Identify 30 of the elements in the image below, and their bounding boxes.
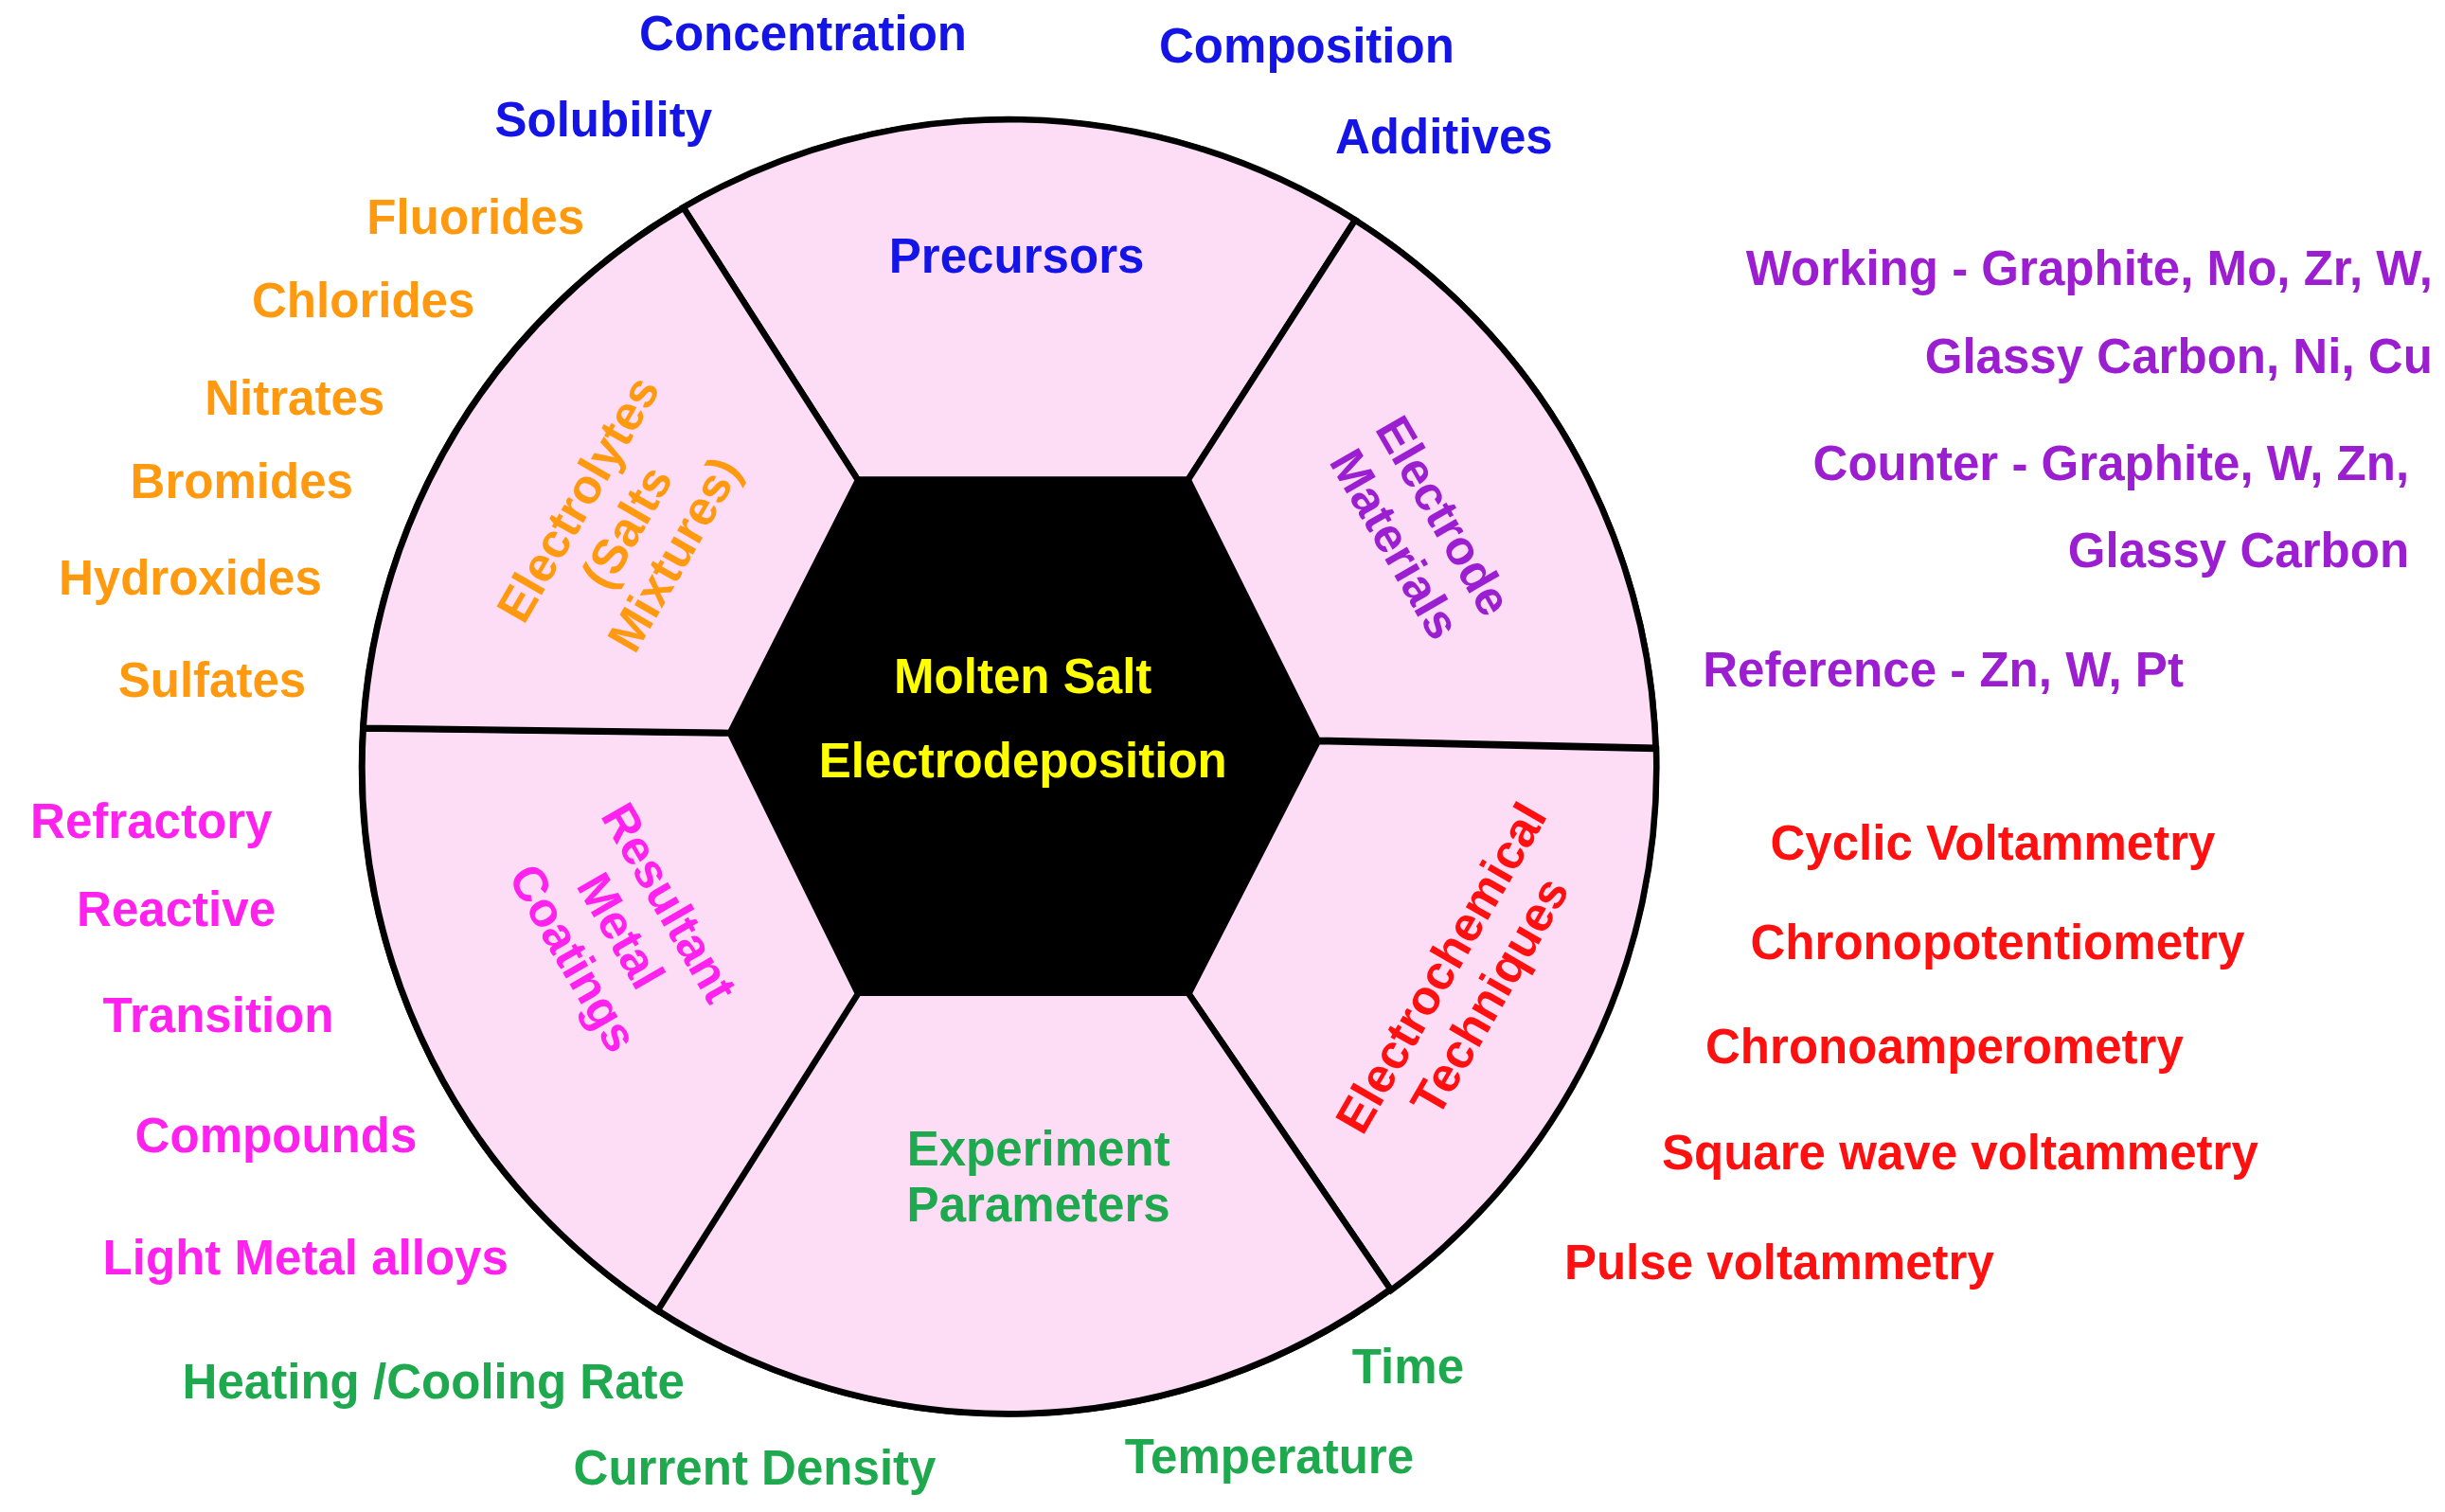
center-title: Molten Salt Electrodeposition — [818, 649, 1227, 792]
topic-label: Hydroxides — [58, 550, 322, 607]
topic-label: Fluorides — [366, 190, 585, 246]
topic-label: Working - Graphite, Mo, Zr, W, Glassy Carbon, Ni, Cu — [1744, 240, 2433, 385]
segment-title: Experiment Parameters — [906, 1121, 1170, 1233]
topic-label: Cyclic Voltammetry — [1770, 815, 2216, 872]
topic-label: Chlorides — [251, 273, 475, 329]
topic-label: Reference - Zn, W, Pt — [1703, 642, 2184, 699]
topic-label: Solubility — [494, 92, 713, 149]
topic-label: Pulse voltammetry — [1563, 1235, 1994, 1291]
topic-label: Light Metal alloys — [102, 1230, 509, 1287]
topic-label: Bromides — [130, 454, 353, 510]
topic-label: Temperature — [1124, 1430, 1415, 1485]
topic-label: Chronopotentiometry — [1750, 915, 2245, 971]
topic-label: Transition — [102, 988, 334, 1044]
topic-label: Additives — [1334, 109, 1553, 166]
topic-label: Compounds — [134, 1109, 418, 1165]
topic-label: Square wave voltammetry — [1661, 1126, 2258, 1182]
topic-label: Chronoamperometry — [1704, 1020, 2184, 1076]
topic-label: Nitrates — [205, 371, 385, 427]
topic-label: Counter - Graphite, W, Zn, Glassy Carbon — [1811, 436, 2410, 580]
segment-title: Precursors — [888, 229, 1145, 285]
topic-label: Reactive — [77, 882, 277, 938]
topic-label: Heating /Cooling Rate — [182, 1355, 685, 1411]
topic-label: Current Density — [573, 1440, 937, 1497]
topic-label: Time — [1351, 1339, 1465, 1396]
topic-label: Refractory — [30, 793, 273, 850]
topic-label: Sulfates — [117, 653, 307, 709]
topic-label: Concentration — [639, 6, 968, 62]
topic-label: Composition — [1158, 19, 1455, 75]
